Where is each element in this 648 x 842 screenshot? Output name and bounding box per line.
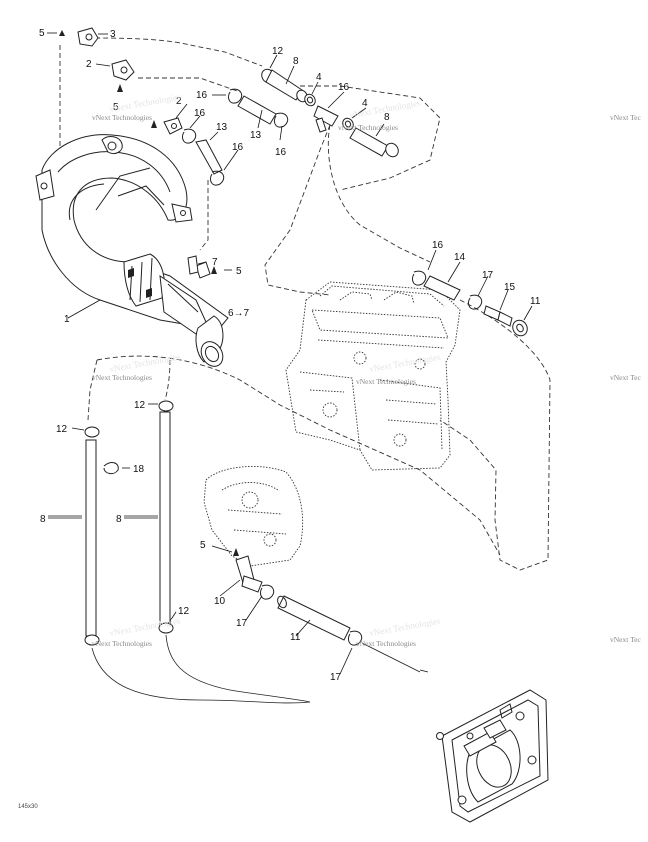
- watermark-label: vNext Technologies: [92, 639, 152, 648]
- callout-16: 16: [275, 147, 287, 158]
- watermark-edge-label: vNext Tec: [610, 635, 641, 644]
- callout-3: 3: [110, 29, 116, 40]
- callout-5: 5: [39, 28, 45, 39]
- callout-4: 4: [316, 72, 322, 83]
- watermark-ghost: vNext Technologies: [369, 616, 442, 638]
- watermark-edge-label: vNext Tec: [610, 373, 641, 382]
- callout-2: 2: [86, 59, 92, 70]
- callout-12: 12: [178, 606, 190, 617]
- watermark-edge-label: vNext Tec: [610, 113, 641, 122]
- exhaust-pipe-part-1: [35, 134, 229, 367]
- callout-13: 13: [250, 130, 262, 141]
- watermark-ghost: vNext Technologies: [109, 92, 182, 114]
- callout-11: 11: [290, 632, 301, 643]
- callout-16: 17: [482, 270, 494, 281]
- callout-2: 2: [176, 96, 182, 107]
- callout-8: 8: [40, 514, 46, 525]
- pump-housing-outline: [203, 466, 304, 567]
- callout-5: 5: [236, 266, 242, 277]
- callout-16: 16: [196, 90, 208, 101]
- callout-13: 13: [216, 122, 228, 133]
- top-fittings: [59, 27, 399, 556]
- callout-4: 4: [362, 98, 368, 109]
- watermark-label: vNext Technologies: [92, 373, 152, 382]
- bottom-fittings: [235, 555, 363, 646]
- jet-pump-base: [436, 689, 549, 823]
- callout-16: 16: [432, 240, 444, 251]
- watermark-ghost: vNext Technologies: [109, 352, 182, 374]
- callout-16: 16: [194, 108, 206, 119]
- callout-5: 5: [113, 102, 119, 113]
- callout-8: 8: [384, 112, 390, 123]
- callout-6-7: 6→7: [228, 308, 250, 319]
- callout-12: 12: [134, 400, 146, 411]
- callout-18: 18: [133, 464, 145, 475]
- figure-id: 145x30: [18, 804, 38, 810]
- callout-labels: 5 3 2 5 2 16 12 8 4 16 4 8 16 13 16 13 1…: [39, 28, 541, 683]
- callout-7: 7: [212, 257, 218, 268]
- leader-lines: [47, 32, 533, 675]
- callout-9: 10: [214, 596, 226, 607]
- callout-8: 8: [116, 514, 122, 525]
- callout-5: 5: [200, 540, 206, 551]
- callout-15: 16: [338, 82, 350, 93]
- watermark-label: vNext Technologies: [356, 639, 416, 648]
- engine-outline: [285, 281, 461, 471]
- callout-12: 12: [56, 424, 68, 435]
- callout-17: 17: [330, 672, 342, 683]
- watermark-label: vNext Technologies: [356, 377, 416, 386]
- callout-14: 15: [504, 282, 516, 293]
- callout-1: 1: [64, 314, 70, 325]
- vertical-hoses: [48, 400, 174, 646]
- callout-12: 12: [272, 46, 284, 57]
- right-hose-assembly: [411, 270, 528, 337]
- callout-17: 17: [236, 618, 248, 629]
- callout-10: 11: [530, 296, 541, 307]
- callout-13: 14: [454, 252, 466, 263]
- watermark-label: vNext Technologies: [338, 123, 398, 132]
- watermark-ghost: vNext Technologies: [369, 352, 442, 374]
- callout-16: 16: [232, 142, 244, 153]
- watermark-ghost: vNext Technologies: [109, 616, 182, 638]
- callout-8: 8: [293, 56, 299, 67]
- watermark-label: vNext Technologies: [92, 113, 152, 122]
